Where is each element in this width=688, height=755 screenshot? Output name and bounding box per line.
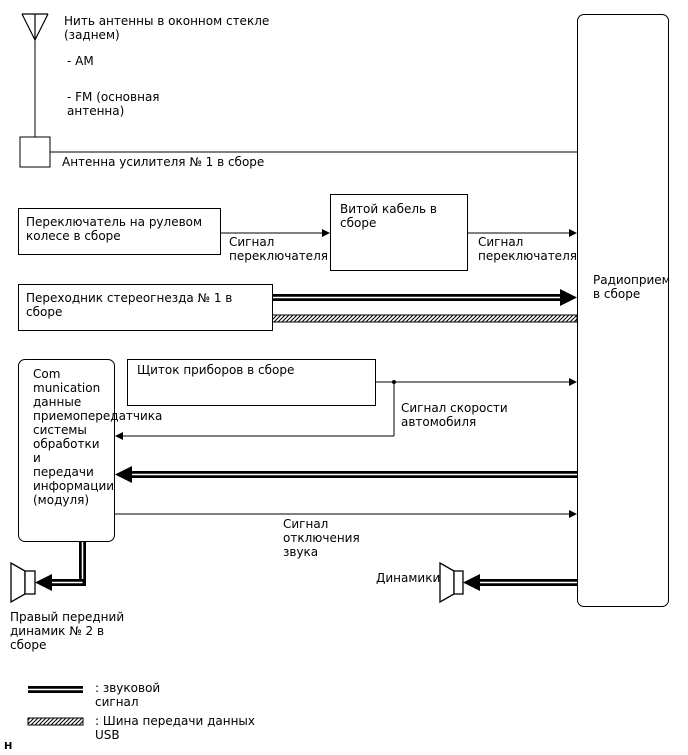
stereo-jack-label: Переходник стереогнезда № 1 в сборе (26, 291, 233, 319)
arrow-head (569, 510, 577, 518)
stereo-jack-box: Переходник стереогнезда № 1 в сборе (18, 284, 273, 331)
speed-signal-label: Сигнал скорости автомобиля (401, 401, 508, 429)
antenna-icon (21, 13, 49, 41)
steering-switch-label: Переключатель на рулевом колесе в сборе (26, 215, 203, 243)
stereo-jack-audio-line (272, 289, 577, 306)
arrow-head (115, 432, 123, 440)
antenna-fm-label: - FM (основная антенна) (67, 90, 160, 118)
combination-meter-box: Щиток приборов в сборе (127, 359, 376, 406)
antenna-am-label: - AM (67, 54, 94, 68)
switch-signal-label-1: Сигнал переключателя (229, 235, 328, 263)
comm-module-label: Com munication данные приемопередатчика … (33, 367, 163, 507)
legend-usb-label: : Шина передачи данных USB (95, 714, 256, 742)
stereo-jack-usb-line (271, 314, 578, 323)
legend-usb-symbol (27, 717, 84, 726)
antenna-amplifier-box (19, 136, 51, 168)
comm-module-box: Com munication данные приемопередатчика … (18, 359, 162, 542)
arrow-head (322, 229, 330, 237)
radio-to-module-audio-line (115, 466, 577, 483)
arrow-head (569, 378, 577, 386)
right-speaker-label: Правый передний динамик № 2 в сборе (10, 610, 125, 652)
spiral-cable-label: Витой кабель в сборе (340, 202, 437, 230)
spiral-cable-box: Витой кабель в сборе (330, 194, 468, 271)
radio-receiver-label: Радиоприемник в сборе (593, 273, 669, 301)
radio-to-speakers-audio-line (463, 574, 577, 591)
antenna-title: Нить антенны в оконном стекле (заднем) (64, 14, 270, 42)
steering-switch-box: Переключатель на рулевом колесе в сборе (18, 208, 221, 255)
switch-signal-label-2: Сигнал переключателя (478, 235, 577, 263)
combination-meter-label: Щиток приборов в сборе (137, 363, 295, 377)
radio-receiver-box: Радиоприемник в сборе (577, 14, 669, 607)
right-front-speaker-icon (10, 561, 36, 604)
footer-mark: H (4, 741, 13, 752)
speakers-icon (439, 561, 464, 604)
legend-audio-label: : звуковой сигнал (95, 681, 161, 709)
mute-signal-label: Сигнал отключения звука (283, 517, 360, 559)
speakers-label: Динамики (376, 571, 441, 585)
module-to-speaker-audio-line (35, 541, 86, 591)
antenna-amplifier-label: Антенна усилителя № 1 в сборе (62, 155, 265, 169)
legend-audio-symbol (28, 686, 83, 693)
arrow-head (569, 229, 577, 237)
